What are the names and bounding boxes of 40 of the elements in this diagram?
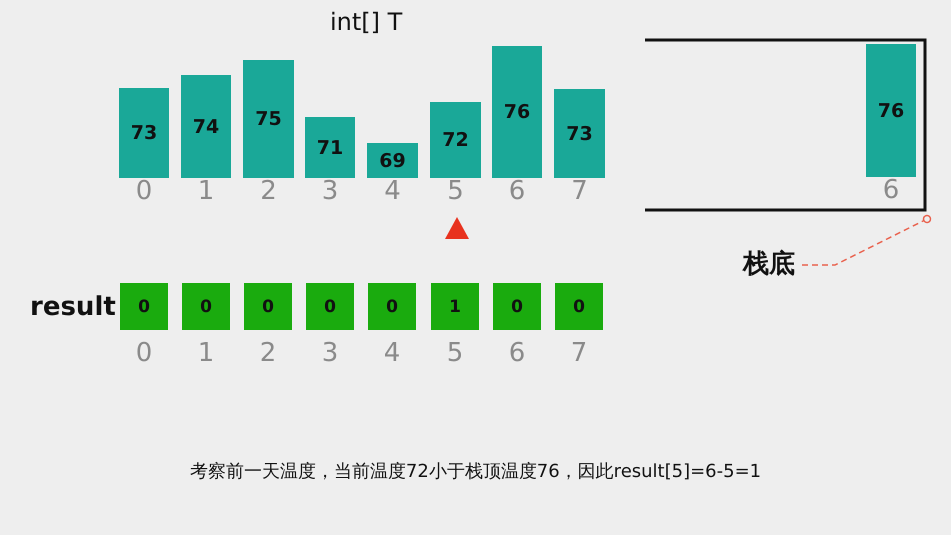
index-number: 5 (446, 340, 464, 366)
result-cell: 0 (120, 283, 168, 330)
index-number: 6 (882, 177, 900, 203)
stack-container (645, 38, 927, 212)
index-number: 1 (196, 340, 216, 366)
temperature-bar: 69 (367, 143, 418, 178)
index-number: 7 (570, 340, 588, 366)
index-number: 7 (570, 178, 589, 204)
leader-line (802, 214, 932, 266)
result-cell: 0 (493, 283, 541, 330)
index-number: 1 (196, 178, 216, 204)
index-number: 3 (320, 178, 340, 204)
index-number: 2 (259, 178, 278, 204)
array-title: int[] T (330, 8, 402, 36)
temperature-bar: 73 (554, 89, 605, 178)
result-cell: 0 (555, 283, 603, 330)
result-cell: 1 (431, 283, 479, 330)
array-label: result (30, 292, 116, 322)
index-number: 6 (508, 178, 526, 204)
index-number: 0 (134, 340, 154, 366)
result-cell: 0 (368, 283, 416, 330)
temperature-bar: 75 (243, 60, 294, 178)
result-cell: 0 (306, 283, 354, 330)
result-cell: 0 (244, 283, 292, 330)
note-text: 栈底 (738, 248, 800, 278)
temperature-bar: 76 (492, 46, 542, 178)
temperature-bar: 74 (181, 75, 231, 178)
index-number: 4 (383, 178, 402, 204)
index-number: 0 (134, 178, 154, 204)
index-number: 3 (320, 340, 340, 366)
temperature-bar: 76 (866, 44, 916, 177)
index-number: 5 (446, 178, 465, 204)
index-number: 4 (382, 340, 402, 366)
index-number: 6 (508, 340, 526, 366)
caption: 考察前一天温度，当前温度72小于栈顶温度76，因此result[5]=6-5=1 (188, 460, 762, 483)
index-number: 2 (258, 340, 278, 366)
result-cell: 0 (182, 283, 230, 330)
temperature-bar: 73 (119, 88, 169, 178)
temperature-bar: 71 (305, 117, 355, 178)
temperature-bar: 72 (430, 102, 481, 178)
